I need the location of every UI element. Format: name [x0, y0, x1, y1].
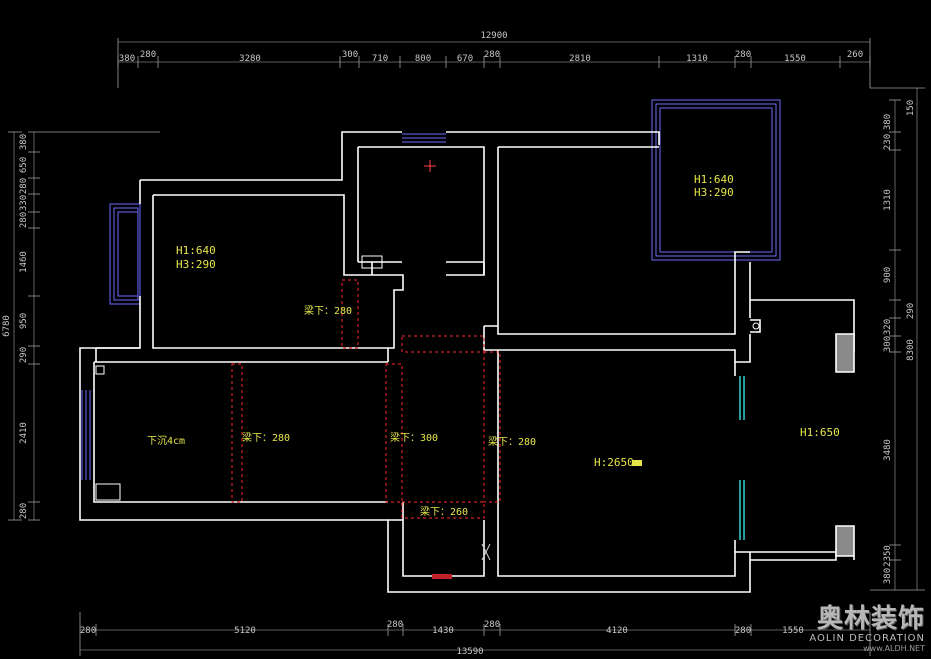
sunken-floor-label: 下沉4cm: [147, 434, 185, 447]
windows: [81, 99, 781, 540]
right-dim-8: 2350: [883, 545, 893, 567]
left-dim-4: 280: [19, 212, 29, 228]
left-dim-0: 380: [19, 134, 29, 150]
top-dim-6: 670: [457, 54, 473, 64]
right-dim-6: 300: [883, 336, 893, 352]
watermark-url: www.ALDH.NET: [863, 644, 925, 653]
bottom-dim-4: 280: [484, 620, 500, 630]
watermark-name: 奥林装饰: [816, 604, 925, 634]
beams: [231, 279, 501, 519]
right-outer-dim: 290: [906, 303, 916, 319]
left-dim-6: 950: [19, 313, 29, 329]
left-total-dim: 6780: [2, 315, 12, 337]
left-dim-2: 280: [19, 178, 29, 194]
right-dim-4: 900: [883, 267, 893, 283]
bottom-dim-2: 280: [387, 620, 403, 630]
top-dim-5: 800: [415, 54, 431, 64]
bottom-dim-1: 5120: [234, 626, 256, 636]
beam-label-1: 梁下：280: [242, 431, 290, 444]
beam-label-2: 梁下：300: [390, 431, 438, 444]
top-dim-8: 2810: [569, 54, 591, 64]
left-dim-7: 290: [19, 347, 29, 363]
right-dimensions: 150 380 230 1310 900 320 300 3480 2350 3…: [870, 87, 925, 591]
left-dim-3: 330: [19, 195, 29, 211]
top-dimensions: 12900 380 280 3280 300 710 800 670 280 2…: [117, 31, 871, 88]
right-dim-2: 230: [883, 134, 893, 150]
left-dim-8: 2410: [19, 422, 29, 444]
top-dim-4: 710: [372, 54, 388, 64]
walls: [79, 131, 855, 593]
right-dim-5: 320: [883, 319, 893, 335]
beam-label-0: 梁下：280: [304, 304, 352, 317]
top-dim-12: 260: [847, 50, 863, 60]
watermark-subtitle: AOLIN DECORATION: [809, 633, 925, 644]
room-right-h1-label: H1:640: [694, 173, 734, 186]
right-dim-0: 150: [906, 100, 916, 116]
bottom-total-dim: 13590: [456, 647, 483, 657]
room-left-h3-label: H3:290: [176, 258, 216, 271]
left-dim-9: 280: [19, 503, 29, 519]
living-marker: [632, 460, 642, 466]
bottom-dim-0: 280: [80, 626, 96, 636]
top-dim-3: 300: [342, 50, 358, 60]
living-height-label: H:2650: [594, 456, 634, 469]
top-dim-1: 280: [140, 50, 156, 60]
left-dim-1: 650: [19, 157, 29, 173]
top-dim-9: 1310: [686, 54, 708, 64]
bottom-dim-7: 1550: [782, 626, 804, 636]
beam-label-4: 梁下：260: [420, 505, 468, 518]
room-left-h1-label: H1:640: [176, 244, 216, 257]
balcony-height-label: H1:650: [800, 426, 840, 439]
left-dim-5: 1460: [19, 251, 29, 273]
bottom-dimensions: 280 5120 280 1430 280 4120 280 1550 1359…: [79, 612, 871, 657]
top-dim-10: 280: [735, 50, 751, 60]
bottom-dim-6: 280: [735, 626, 751, 636]
left-dimensions: 6780 380 650 280 330 280 1460 950 290 24…: [2, 131, 160, 521]
right-dim-9: 380: [883, 568, 893, 584]
top-dim-2: 3280: [239, 54, 261, 64]
right-total-dim: 8300: [906, 339, 916, 361]
top-dim-11: 1550: [784, 54, 806, 64]
right-dim-1: 380: [883, 114, 893, 130]
top-total-dim: 12900: [480, 31, 507, 41]
right-dim-3: 1310: [883, 189, 893, 211]
bottom-dim-5: 4120: [606, 626, 628, 636]
room-right-h3-label: H3:290: [694, 186, 734, 199]
labels: H1:640 H3:290 H1:640 H3:290 H1:650 H:265…: [147, 173, 840, 518]
beam-label-3: 梁下：280: [488, 435, 536, 448]
watermark-logo: 奥林装饰 AOLIN DECORATION www.ALDH.NET: [809, 605, 925, 653]
right-dim-7: 3480: [883, 439, 893, 461]
top-dim-0: 380: [119, 54, 135, 64]
bottom-dim-3: 1430: [432, 626, 454, 636]
top-dim-7: 280: [484, 50, 500, 60]
